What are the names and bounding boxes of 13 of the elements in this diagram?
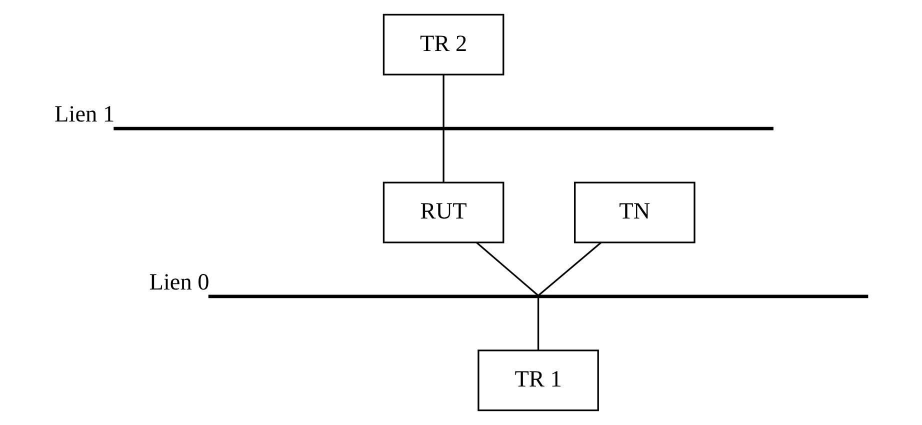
node-bar (114, 126, 774, 130)
connector (442, 130, 444, 182)
node-label: Lien 0 (149, 269, 210, 296)
node-box: TN (574, 182, 696, 244)
node-box: TR 1 (478, 350, 599, 412)
connector (538, 242, 602, 296)
node-bar (208, 294, 868, 298)
connector (537, 298, 540, 350)
connector (442, 74, 444, 128)
node-box: TR 2 (382, 14, 504, 76)
node-label: Lien 1 (54, 101, 115, 128)
node-box: RUT (382, 182, 504, 244)
connector (476, 242, 539, 296)
